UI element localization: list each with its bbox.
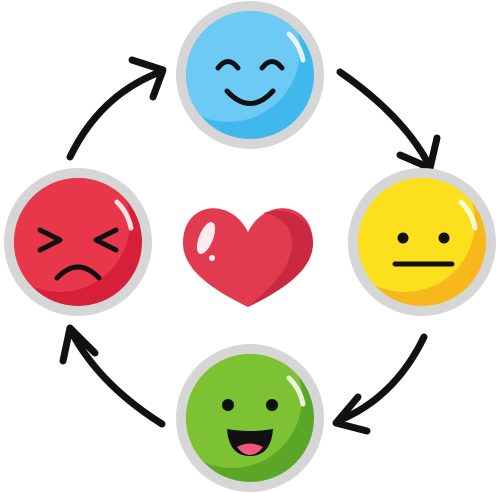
angry-face-icon [4, 168, 152, 316]
arrow-laughing-to-angry-icon [59, 324, 166, 428]
happy-face-icon [176, 1, 324, 149]
heart-icon [183, 208, 313, 307]
cycle-arrows [59, 56, 441, 435]
laughing-face-icon [176, 344, 324, 492]
arrow-happy-to-neutral-icon [336, 68, 441, 172]
arrow-angry-to-happy-icon [66, 56, 167, 161]
neutral-face-icon [348, 168, 496, 316]
arrow-neutral-to-laughing-icon [332, 333, 428, 435]
